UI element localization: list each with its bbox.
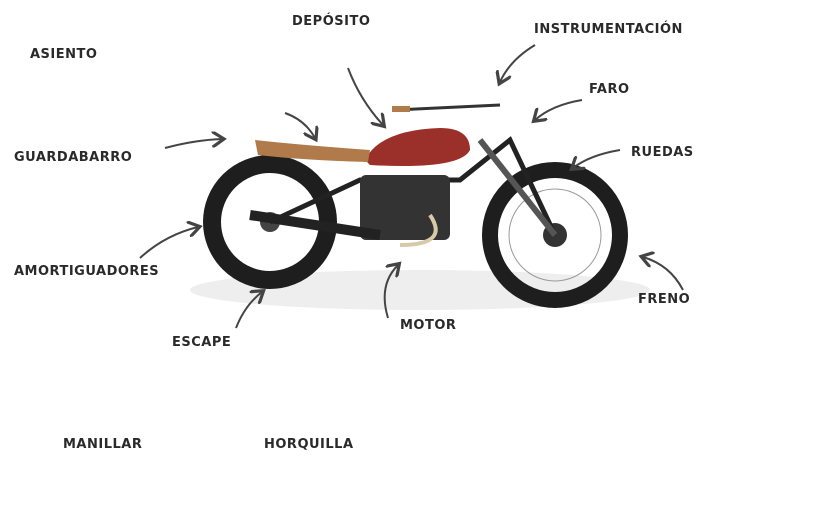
label-asiento: ASIENTO (30, 47, 98, 62)
label-faro: FARO (589, 82, 630, 97)
label-freno: FRENO (638, 292, 691, 307)
exhaust-pipe (249, 210, 381, 240)
pointer-arrows (139, 44, 684, 329)
label-motor: MOTOR (400, 318, 457, 333)
label-instrumentacion: INSTRUMENTACIÓN (534, 22, 683, 37)
frame (268, 136, 558, 237)
label-manillar: MANILLAR (63, 437, 143, 452)
label-deposito: DEPÓSITO (292, 14, 371, 29)
handlebar (394, 103, 501, 112)
seat (255, 140, 370, 162)
engine-block (360, 175, 450, 240)
fork (477, 138, 558, 237)
label-guardabarro: GUARDABARRO (14, 150, 133, 165)
fuel-tank (365, 128, 470, 166)
label-escape: ESCAPE (172, 335, 232, 350)
label-horquilla: HORQUILLA (264, 437, 354, 452)
label-ruedas: RUEDAS (631, 145, 694, 160)
label-amortiguadores: AMORTIGUADORES (14, 264, 160, 279)
